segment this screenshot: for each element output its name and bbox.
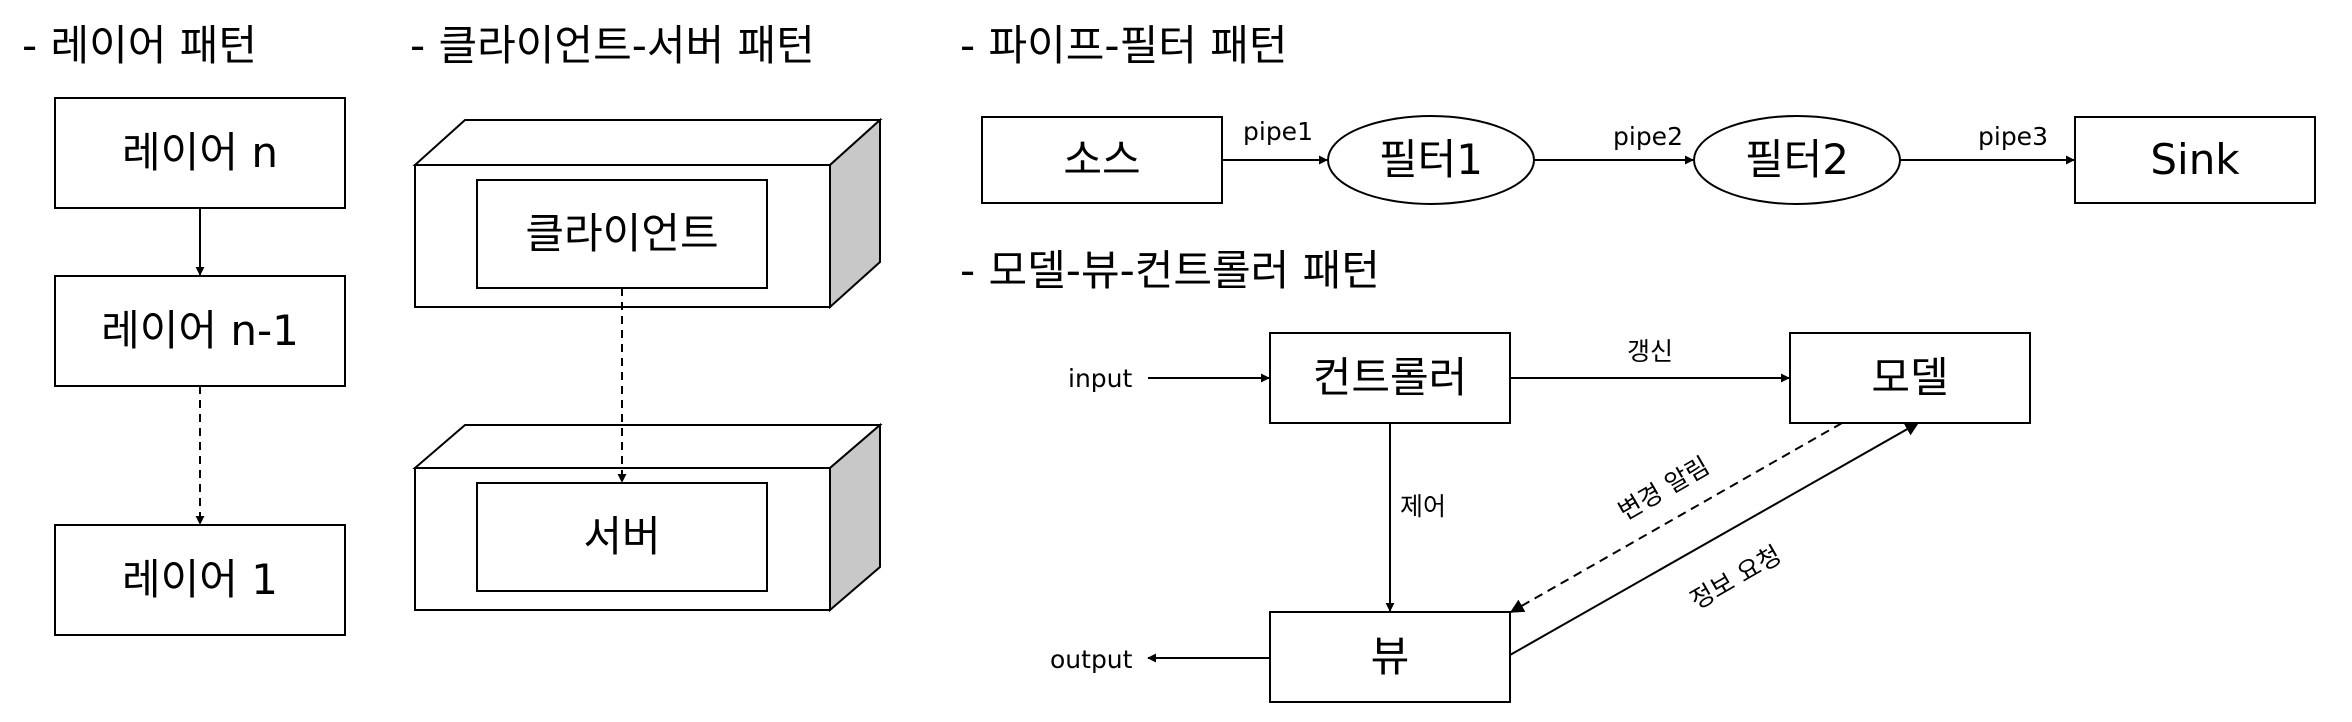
client-inner-box [476, 179, 768, 289]
pipe1-label: pipe1 [1243, 117, 1313, 146]
output-label: output [1050, 645, 1133, 674]
pipe2-label: pipe2 [1613, 122, 1683, 151]
layer-n-1-label: 레이어 n-1 [101, 306, 299, 355]
pipe-filter-pattern [981, 115, 2316, 205]
change-notify-arrow [1509, 422, 1843, 613]
server-label: 서버 [583, 512, 660, 561]
pipe3-label: pipe3 [1978, 122, 2048, 151]
layer-1-box [54, 524, 346, 636]
filter1-label: 필터1 [1379, 135, 1483, 184]
layer-pattern [54, 97, 346, 636]
server-3d-box [412, 422, 883, 613]
client-label: 클라이언트 [525, 209, 718, 258]
client-3d-box [412, 117, 883, 310]
layer-1-label: 레이어 1 [122, 555, 278, 604]
layer-n-box [54, 97, 346, 209]
input-label: input [1068, 364, 1133, 393]
info-request-arrow [1509, 422, 1920, 656]
pipe-filter-pattern-title: - 파이프-필터 패턴 [960, 21, 1288, 70]
client-box-top-face [412, 119, 883, 166]
info-request-label: 정보 요청 [1685, 540, 1786, 615]
model-box [1789, 332, 2031, 424]
model-label: 모델 [1871, 353, 1948, 402]
filter2-label: 필터2 [1745, 135, 1849, 184]
layer-n-label: 레이어 n [122, 128, 278, 177]
view-label: 뷰 [1371, 632, 1410, 681]
source-box [981, 116, 1223, 204]
sink-box [2074, 116, 2316, 204]
server-inner-box [476, 482, 768, 592]
client-server-pattern-title: - 클라이언트-서버 패턴 [410, 21, 815, 70]
change-notify-label: 변경 알림 [1613, 451, 1714, 526]
mvc-pattern-title: - 모델-뷰-컨트롤러 패턴 [960, 246, 1380, 295]
sink-label: Sink [2150, 135, 2240, 184]
source-label: 소스 [1063, 135, 1140, 184]
control-label: 제어 [1400, 492, 1446, 521]
update-label: 갱신 [1627, 337, 1673, 366]
controller-label: 컨트롤러 [1313, 353, 1468, 402]
server-box-top-face [412, 424, 883, 469]
layer-pattern-title: - 레이어 패턴 [22, 21, 257, 70]
layer-n-1-box [54, 275, 346, 387]
mvc-pattern [1269, 332, 2031, 703]
